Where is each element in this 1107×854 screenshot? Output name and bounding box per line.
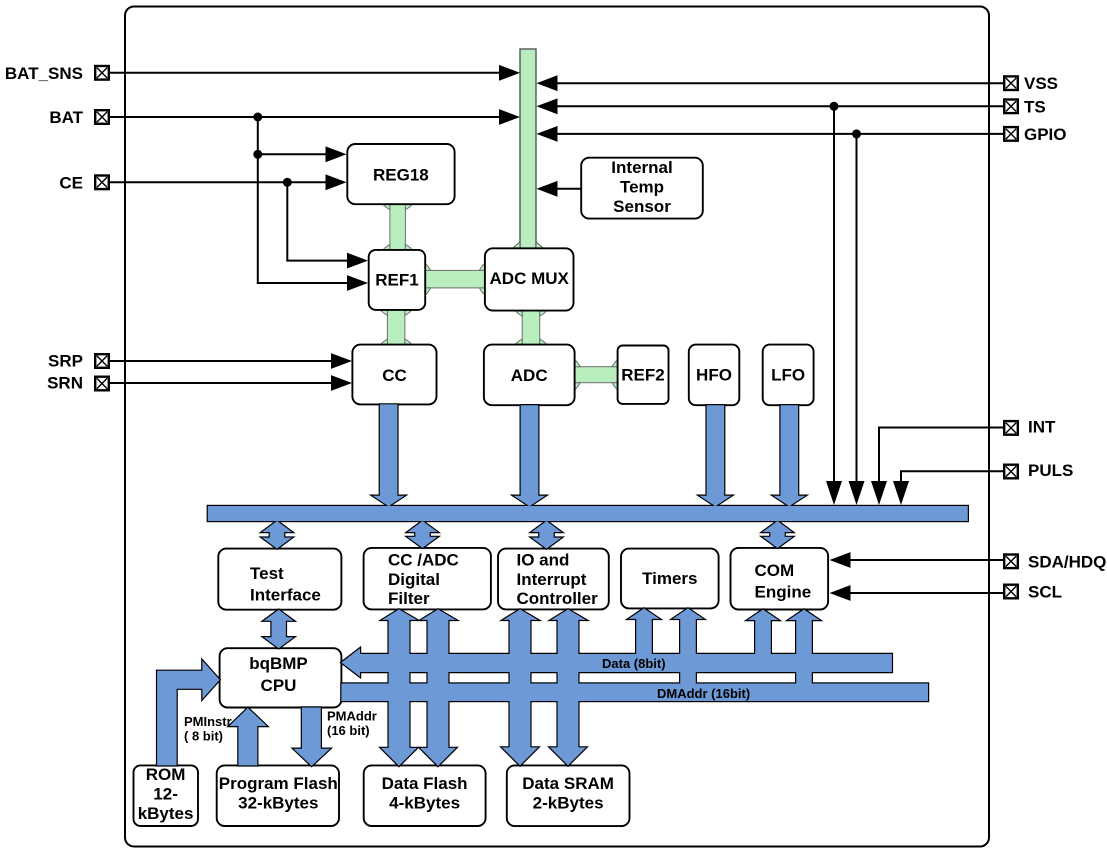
svg-text:IO and: IO and [517, 551, 570, 570]
svg-text:bqBMP: bqBMP [249, 654, 308, 673]
svg-text:ADC MUX: ADC MUX [490, 269, 570, 288]
svg-text:PMInstr: PMInstr [184, 714, 232, 729]
svg-text:Sensor: Sensor [613, 197, 671, 216]
svg-text:Temp: Temp [620, 177, 664, 196]
svg-text:32-kBytes: 32-kBytes [238, 794, 318, 813]
svg-text:INT: INT [1028, 418, 1056, 437]
svg-text:GPIO: GPIO [1024, 125, 1067, 144]
svg-text:Test: Test [250, 564, 284, 583]
svg-text:SCL: SCL [1028, 582, 1062, 601]
svg-text:Internal: Internal [611, 158, 672, 177]
svg-text:CPU: CPU [261, 676, 297, 695]
svg-text:( 8 bit): ( 8 bit) [184, 729, 223, 744]
svg-text:BAT: BAT [49, 108, 83, 127]
svg-text:Timers: Timers [642, 569, 697, 588]
svg-text:Data SRAM: Data SRAM [522, 774, 614, 793]
svg-text:Digital: Digital [388, 570, 440, 589]
svg-text:Interrupt: Interrupt [517, 570, 587, 589]
svg-text:kBytes: kBytes [138, 804, 194, 823]
svg-text:DMAddr (16bit): DMAddr (16bit) [657, 686, 750, 701]
svg-text:REF1: REF1 [375, 271, 418, 290]
svg-text:2-kBytes: 2-kBytes [533, 794, 604, 813]
svg-text:VSS: VSS [1024, 74, 1058, 93]
svg-text:Data Flash: Data Flash [382, 774, 468, 793]
svg-text:CC /ADC: CC /ADC [388, 551, 459, 570]
svg-text:CC: CC [382, 366, 407, 385]
svg-text:ROM: ROM [146, 765, 186, 784]
svg-text:Interface: Interface [250, 586, 321, 605]
svg-text:(16 bit): (16 bit) [327, 723, 370, 738]
svg-text:Data (8bit): Data (8bit) [602, 656, 666, 671]
svg-text:12-: 12- [153, 785, 178, 804]
svg-text:CE: CE [59, 173, 83, 192]
svg-text:LFO: LFO [771, 366, 805, 385]
svg-text:PMAddr: PMAddr [327, 709, 377, 724]
svg-text:Program Flash: Program Flash [219, 774, 338, 793]
svg-text:REG18: REG18 [373, 166, 429, 185]
svg-text:Engine: Engine [755, 583, 812, 602]
svg-text:TS: TS [1024, 97, 1046, 116]
svg-text:HFO: HFO [696, 366, 732, 385]
svg-text:PULS: PULS [1028, 461, 1073, 480]
svg-text:Filter: Filter [388, 589, 430, 608]
svg-text:Controller: Controller [517, 589, 599, 608]
svg-text:ADC: ADC [511, 366, 548, 385]
svg-text:REF2: REF2 [621, 366, 664, 385]
svg-text:SRN: SRN [47, 374, 83, 393]
svg-text:SRP: SRP [48, 352, 83, 371]
svg-text:4-kBytes: 4-kBytes [389, 794, 460, 813]
svg-text:COM: COM [755, 561, 795, 580]
svg-text:BAT_SNS: BAT_SNS [5, 64, 83, 83]
svg-text:SDA/HDQ: SDA/HDQ [1028, 553, 1106, 572]
